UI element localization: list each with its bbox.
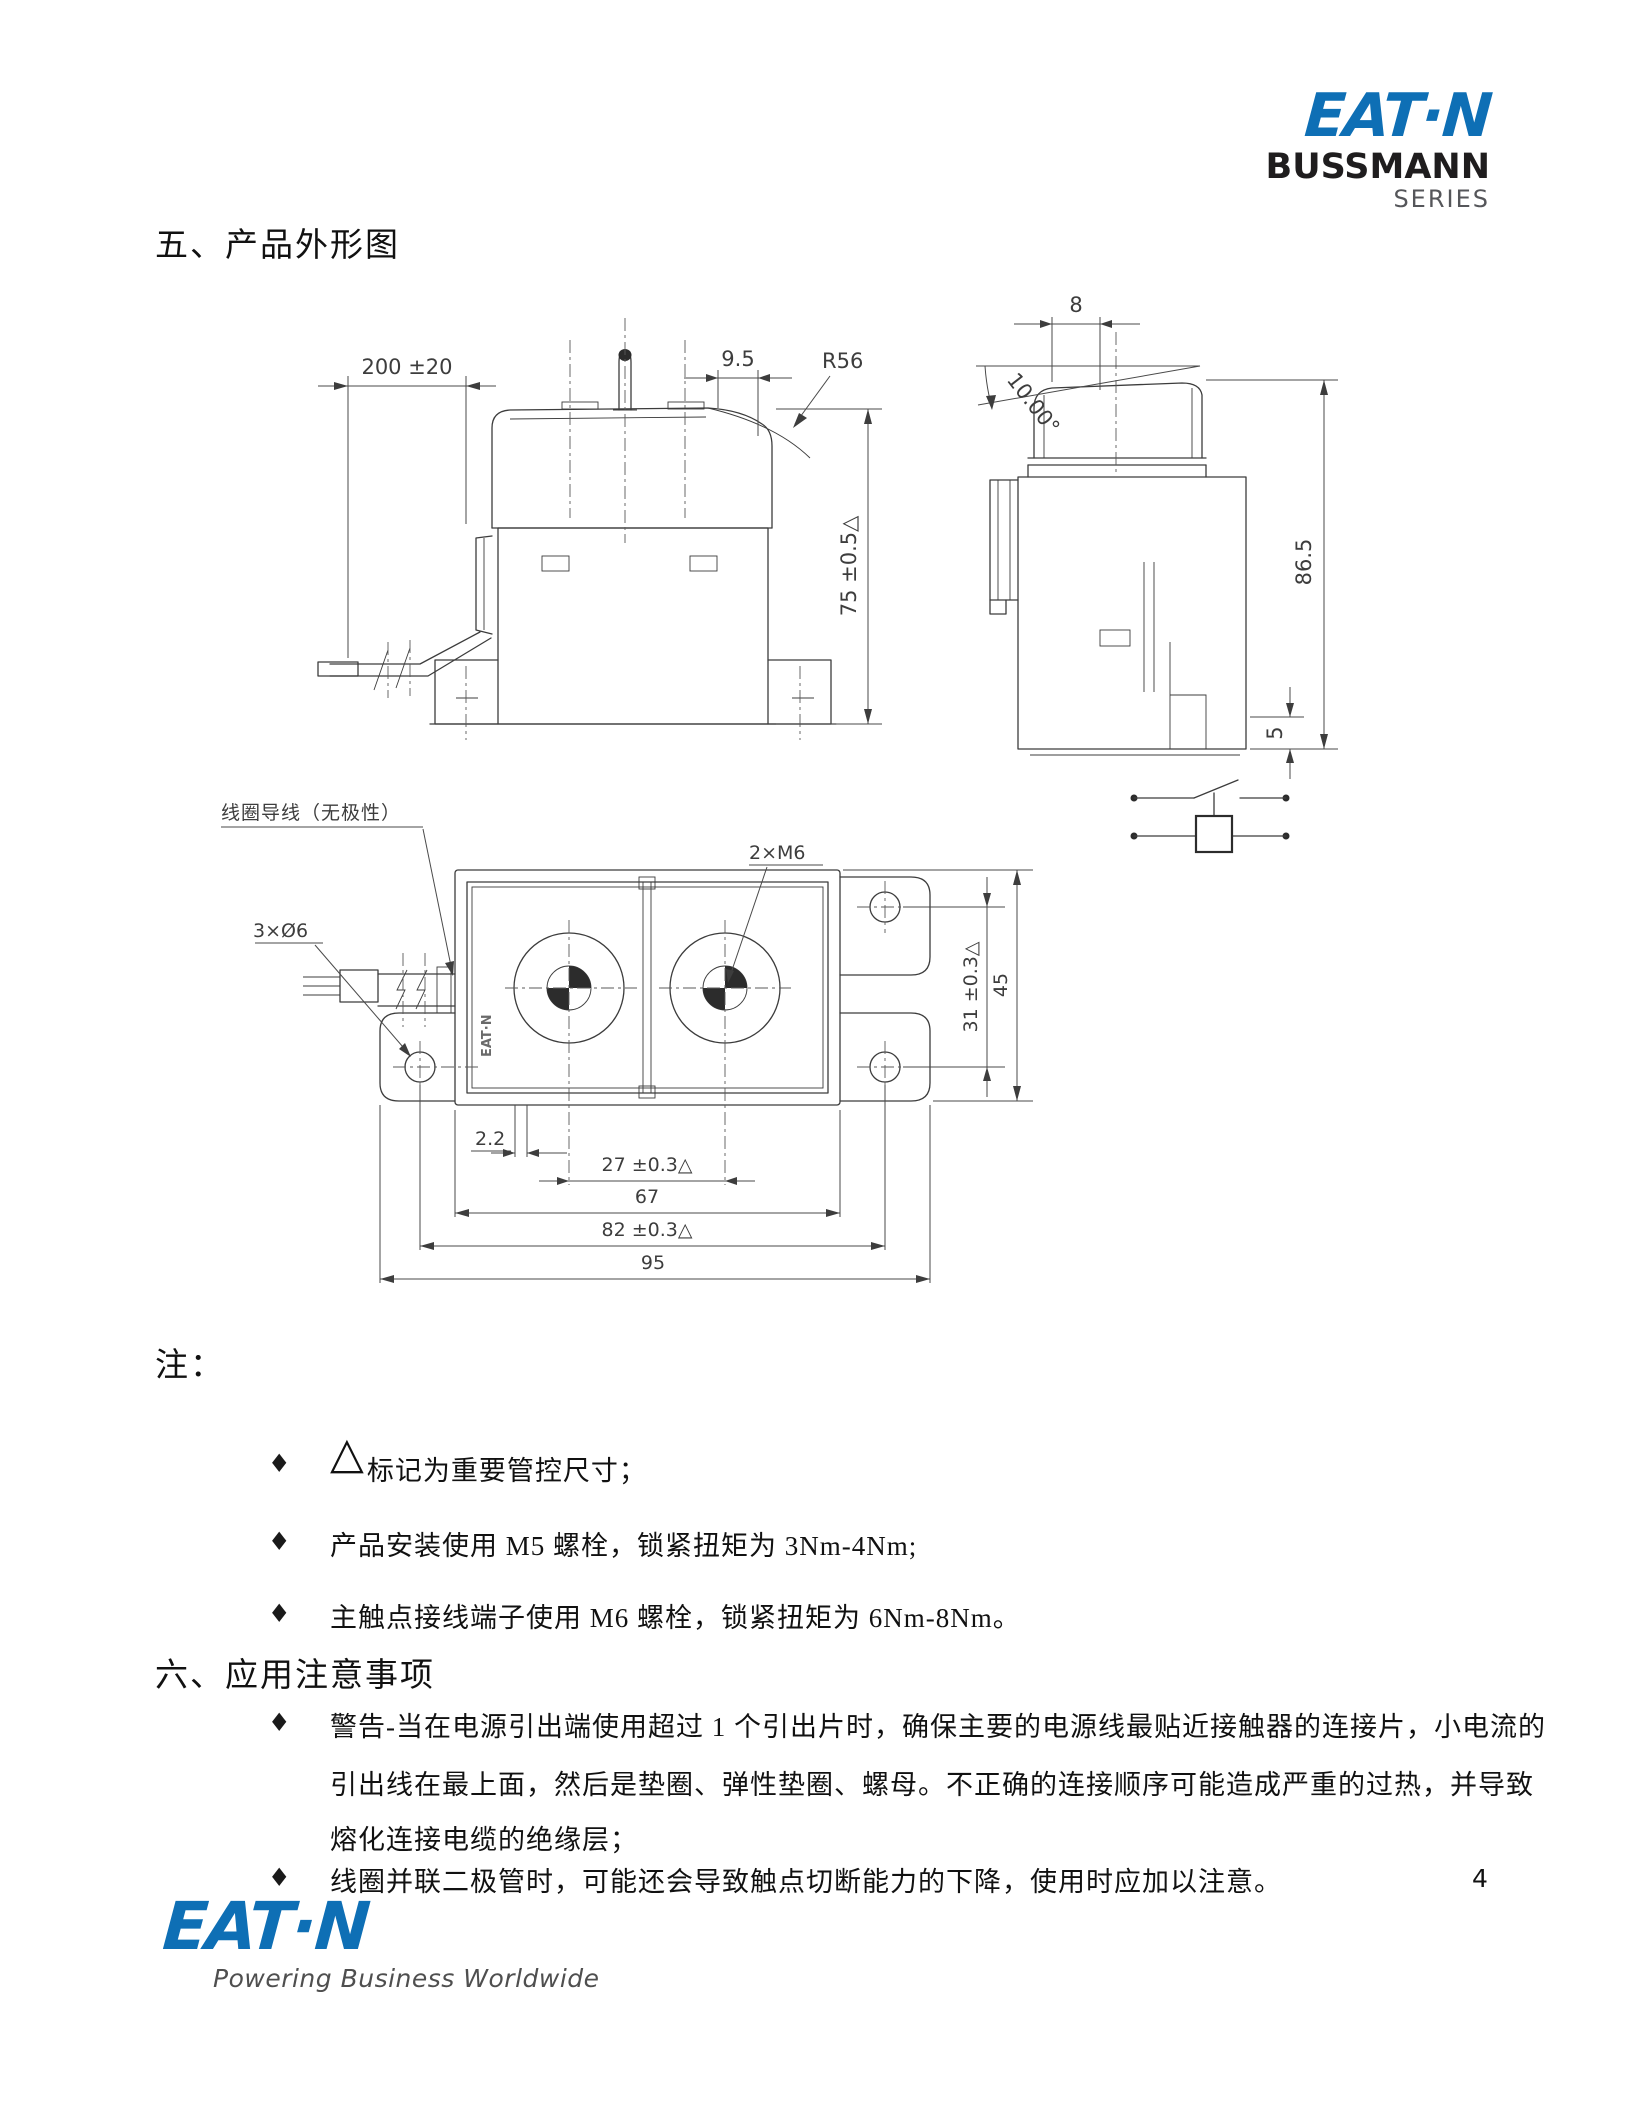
front-view-dimensions: 200 ±20 9.5 R56 75 ±0.5△: [318, 347, 882, 725]
front-view-centerlines: [387, 318, 801, 740]
side-view-outline: [989, 382, 1247, 756]
app-note-1-line-3: 熔化连接电缆的绝缘层；: [330, 1825, 638, 1855]
front-view-drawing: 200 ±20 9.5 R56 75 ±0.5△: [317, 318, 882, 740]
page-number: 4: [1472, 1864, 1488, 1893]
diamond-bullet-icon: ◆: [272, 1447, 287, 1475]
bussmann-wordmark: BUSSMANN: [1265, 147, 1490, 187]
dim-5-label: 5: [1263, 726, 1287, 739]
dim-27-label: 27 ±0.3△: [602, 1154, 693, 1176]
dim-45-label: 45: [990, 973, 1012, 997]
dim-r56-label: R56: [822, 349, 863, 373]
dim-86-5-label: 86.5: [1292, 539, 1316, 586]
note-item-3-text: 主触点接线端子使用 M6 螺栓，锁紧扭矩为 6Nm-8Nm。: [330, 1603, 1021, 1633]
dim-67-label: 67: [635, 1186, 659, 1208]
app-note-1-line-2: 引出线在最上面，然后是垫圈、弹性垫圈、螺母。不正确的连接顺序可能造成严重的过热，…: [330, 1770, 1534, 1800]
app-note-1-line-1: 警告-当在电源引出端使用超过 1 个引出片时，确保主要的电源线最贴近接触器的连接…: [330, 1712, 1546, 1742]
dim-75-label: 75 ±0.5△: [837, 515, 861, 616]
diamond-bullet-icon: ◆: [272, 1525, 287, 1553]
note-item-2-text: 产品安装使用 M5 螺栓，锁紧扭矩为 3Nm-4Nm;: [330, 1531, 918, 1561]
dim-82-label: 82 ±0.3△: [602, 1219, 693, 1241]
triangle-mark-icon: △: [330, 1429, 365, 1478]
series-wordmark: SERIES: [1393, 185, 1490, 213]
diamond-bullet-icon: ◆: [272, 1861, 287, 1889]
top-view-labels: 线圈导线（无极性） 3×Ø6 2×M6: [221, 802, 823, 1057]
eaton-tagline: Powering Business Worldwide: [213, 1964, 600, 1993]
coil-symbol: [1130, 814, 1290, 854]
dim-angle-label: 10.00°: [1002, 368, 1064, 438]
app-note-2: ◆ 线圈并联二极管时，可能还会导致触点切断能力的下降，使用时应加以注意。: [272, 1860, 1282, 1899]
top-view-drawing: EAT·N 线圈导线（无极性） 3×Ø6 2×M6: [221, 802, 1033, 1283]
diamond-bullet-icon: ◆: [272, 1597, 287, 1625]
diamond-bullet-icon: ◆: [272, 1706, 287, 1734]
footer-brand-logo: EAT·N Powering Business Worldwide: [160, 1888, 600, 1993]
side-view-drawing: 8 10.00° 86.5 5: [976, 293, 1338, 779]
eaton-logo: EAT·N: [1301, 81, 1493, 151]
contact-symbol: [1130, 779, 1290, 817]
note-label: 注：: [155, 1348, 225, 1384]
eaton-logo: EAT·N: [160, 1888, 371, 1965]
dim-2-2-label: 2.2: [475, 1128, 505, 1150]
note-item-3: ◆ 主触点接线端子使用 M6 螺栓，锁紧扭矩为 6Nm-8Nm。: [272, 1596, 1021, 1635]
coil-wire-label: 线圈导线（无极性）: [221, 802, 401, 824]
app-note-2-text: 线圈并联二极管时，可能还会导致触点切断能力的下降，使用时应加以注意。: [330, 1867, 1282, 1897]
note-item-2: ◆ 产品安装使用 M5 螺栓，锁紧扭矩为 3Nm-4Nm;: [272, 1524, 917, 1563]
note-item-1-text: 标记为重要管控尺寸；: [366, 1456, 647, 1486]
dim-8-label: 8: [1069, 293, 1082, 317]
dim-31-label: 31 ±0.3△: [960, 941, 982, 1032]
header-brand-logo: EAT·N BUSSMANN SERIES: [1265, 81, 1493, 213]
section5-title: 五、产品外形图: [155, 228, 400, 264]
dim-9-5-label: 9.5: [721, 347, 754, 371]
note-item-1: ◆ △标记为重要管控尺寸；: [272, 1432, 647, 1488]
relay-circuit-symbol: [1130, 779, 1290, 854]
dim-95-label: 95: [641, 1252, 665, 1274]
section6-title: 六、应用注意事项: [155, 1658, 435, 1694]
dim-200-label: 200 ±20: [361, 355, 452, 379]
top-view-outline: EAT·N: [303, 869, 931, 1106]
holes-label: 3×Ø6: [253, 920, 308, 942]
body-eaton-logo: EAT·N: [480, 1014, 495, 1057]
m6-label: 2×M6: [749, 842, 806, 864]
app-note-1: ◆ 警告-当在电源引出端使用超过 1 个引出片时，确保主要的电源线最贴近接触器的…: [272, 1705, 1546, 1744]
side-view-dimensions: 8 10.00° 86.5 5: [976, 293, 1338, 779]
top-view-dimensions: 31 ±0.3△ 45 2.2 27 ±0.3△ 67: [379, 869, 1033, 1283]
